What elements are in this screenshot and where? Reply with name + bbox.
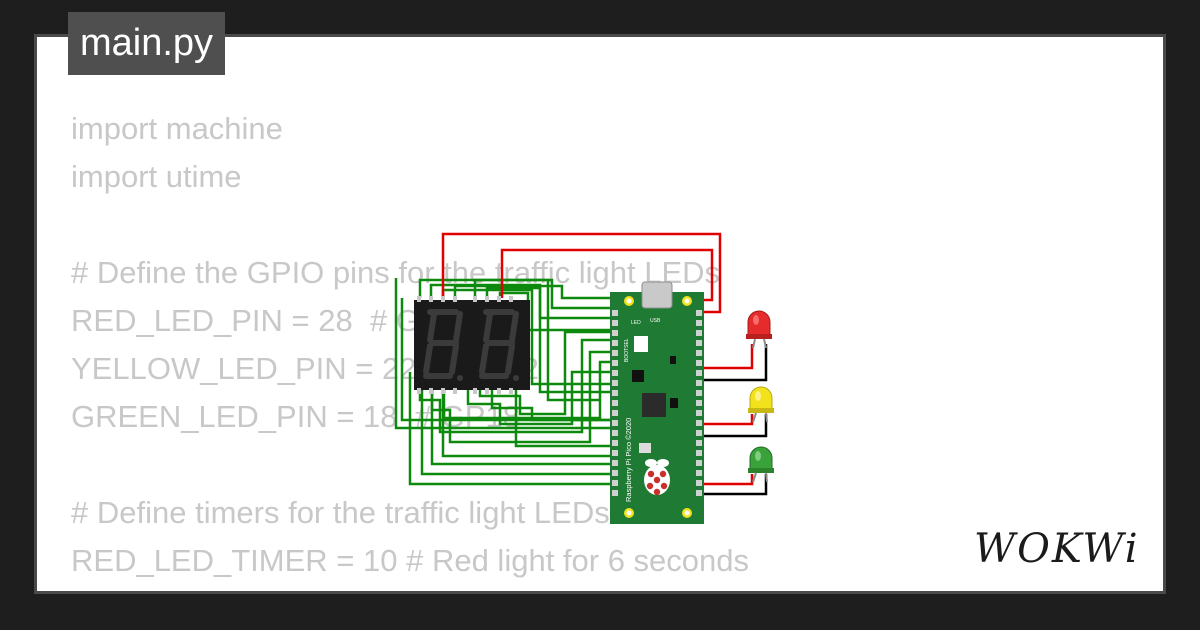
code-line: RED_LED_TIMER = 10 # Red light for 6 sec…: [71, 543, 750, 578]
board-label: Raspberry Pi Pico ©2020: [624, 418, 633, 502]
raspberry-pi-pico-board[interactable]: USB LED BOOTSEL Raspberry Pi Pico ©2020: [610, 281, 704, 524]
code-panel: import machine import utime # Define the…: [34, 34, 1166, 594]
seven-segment-display[interactable]: [414, 296, 530, 394]
red-wires: [441, 232, 754, 486]
green-wires: [394, 278, 614, 486]
code-line: # Define timers for the traffic light LE…: [71, 495, 610, 530]
led-label: LED: [631, 320, 641, 326]
green-led[interactable]: [748, 446, 774, 483]
code-line: import machine: [71, 111, 283, 146]
bootsel-label: BOOTSEL: [624, 338, 630, 362]
code-line: import utime: [71, 159, 242, 194]
wokwi-logo: WOKWi: [974, 526, 1140, 572]
usb-label: USB: [650, 318, 661, 324]
code-line: GREEN_LED_PIN = 18 # GP18: [71, 399, 520, 434]
code-editor[interactable]: import machine import utime # Define the…: [71, 105, 827, 591]
red-led[interactable]: [746, 310, 772, 349]
yellow-led[interactable]: [748, 386, 774, 423]
file-tab[interactable]: main.py: [68, 12, 226, 75]
